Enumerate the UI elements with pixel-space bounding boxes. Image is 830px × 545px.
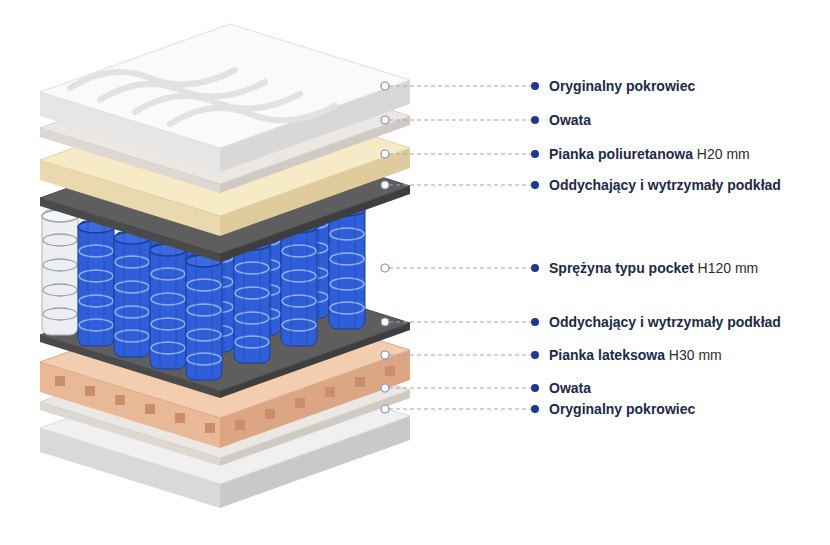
- layer-name: Pianka poliuretanowa: [549, 146, 693, 162]
- callout-label: Pianka lateksowa H30 mm: [549, 346, 722, 364]
- layer-dimension: H30 mm: [669, 347, 722, 363]
- layer-name: Oddychający i wytrzymały podkład: [549, 314, 781, 330]
- callout-label: Owata: [549, 379, 591, 397]
- callout-label: Owata: [549, 111, 591, 129]
- layer-name: Pianka lateksowa: [549, 347, 665, 363]
- layer-name: Sprężyna typu pocket: [549, 260, 694, 276]
- leader-lines: [389, 86, 531, 409]
- callout-label: Sprężyna typu pocket H120 mm: [549, 259, 758, 277]
- callout-label: Oddychający i wytrzymały podkład: [549, 313, 781, 331]
- callout-label: Pianka poliuretanowa H20 mm: [549, 145, 750, 163]
- callout-label: Oryginalny pokrowiec: [549, 400, 695, 418]
- layer-name: Owata: [549, 112, 591, 128]
- layer-name: Oddychający i wytrzymały podkład: [549, 177, 781, 193]
- callout-label: Oddychający i wytrzymały podkład: [549, 176, 781, 194]
- layer-name: Oryginalny pokrowiec: [549, 78, 695, 94]
- layer-name: Owata: [549, 380, 591, 396]
- layer-name: Oryginalny pokrowiec: [549, 401, 695, 417]
- callout-label: Oryginalny pokrowiec: [549, 77, 695, 95]
- layer-dimension: H20 mm: [697, 146, 750, 162]
- layer-dimension: H120 mm: [698, 260, 759, 276]
